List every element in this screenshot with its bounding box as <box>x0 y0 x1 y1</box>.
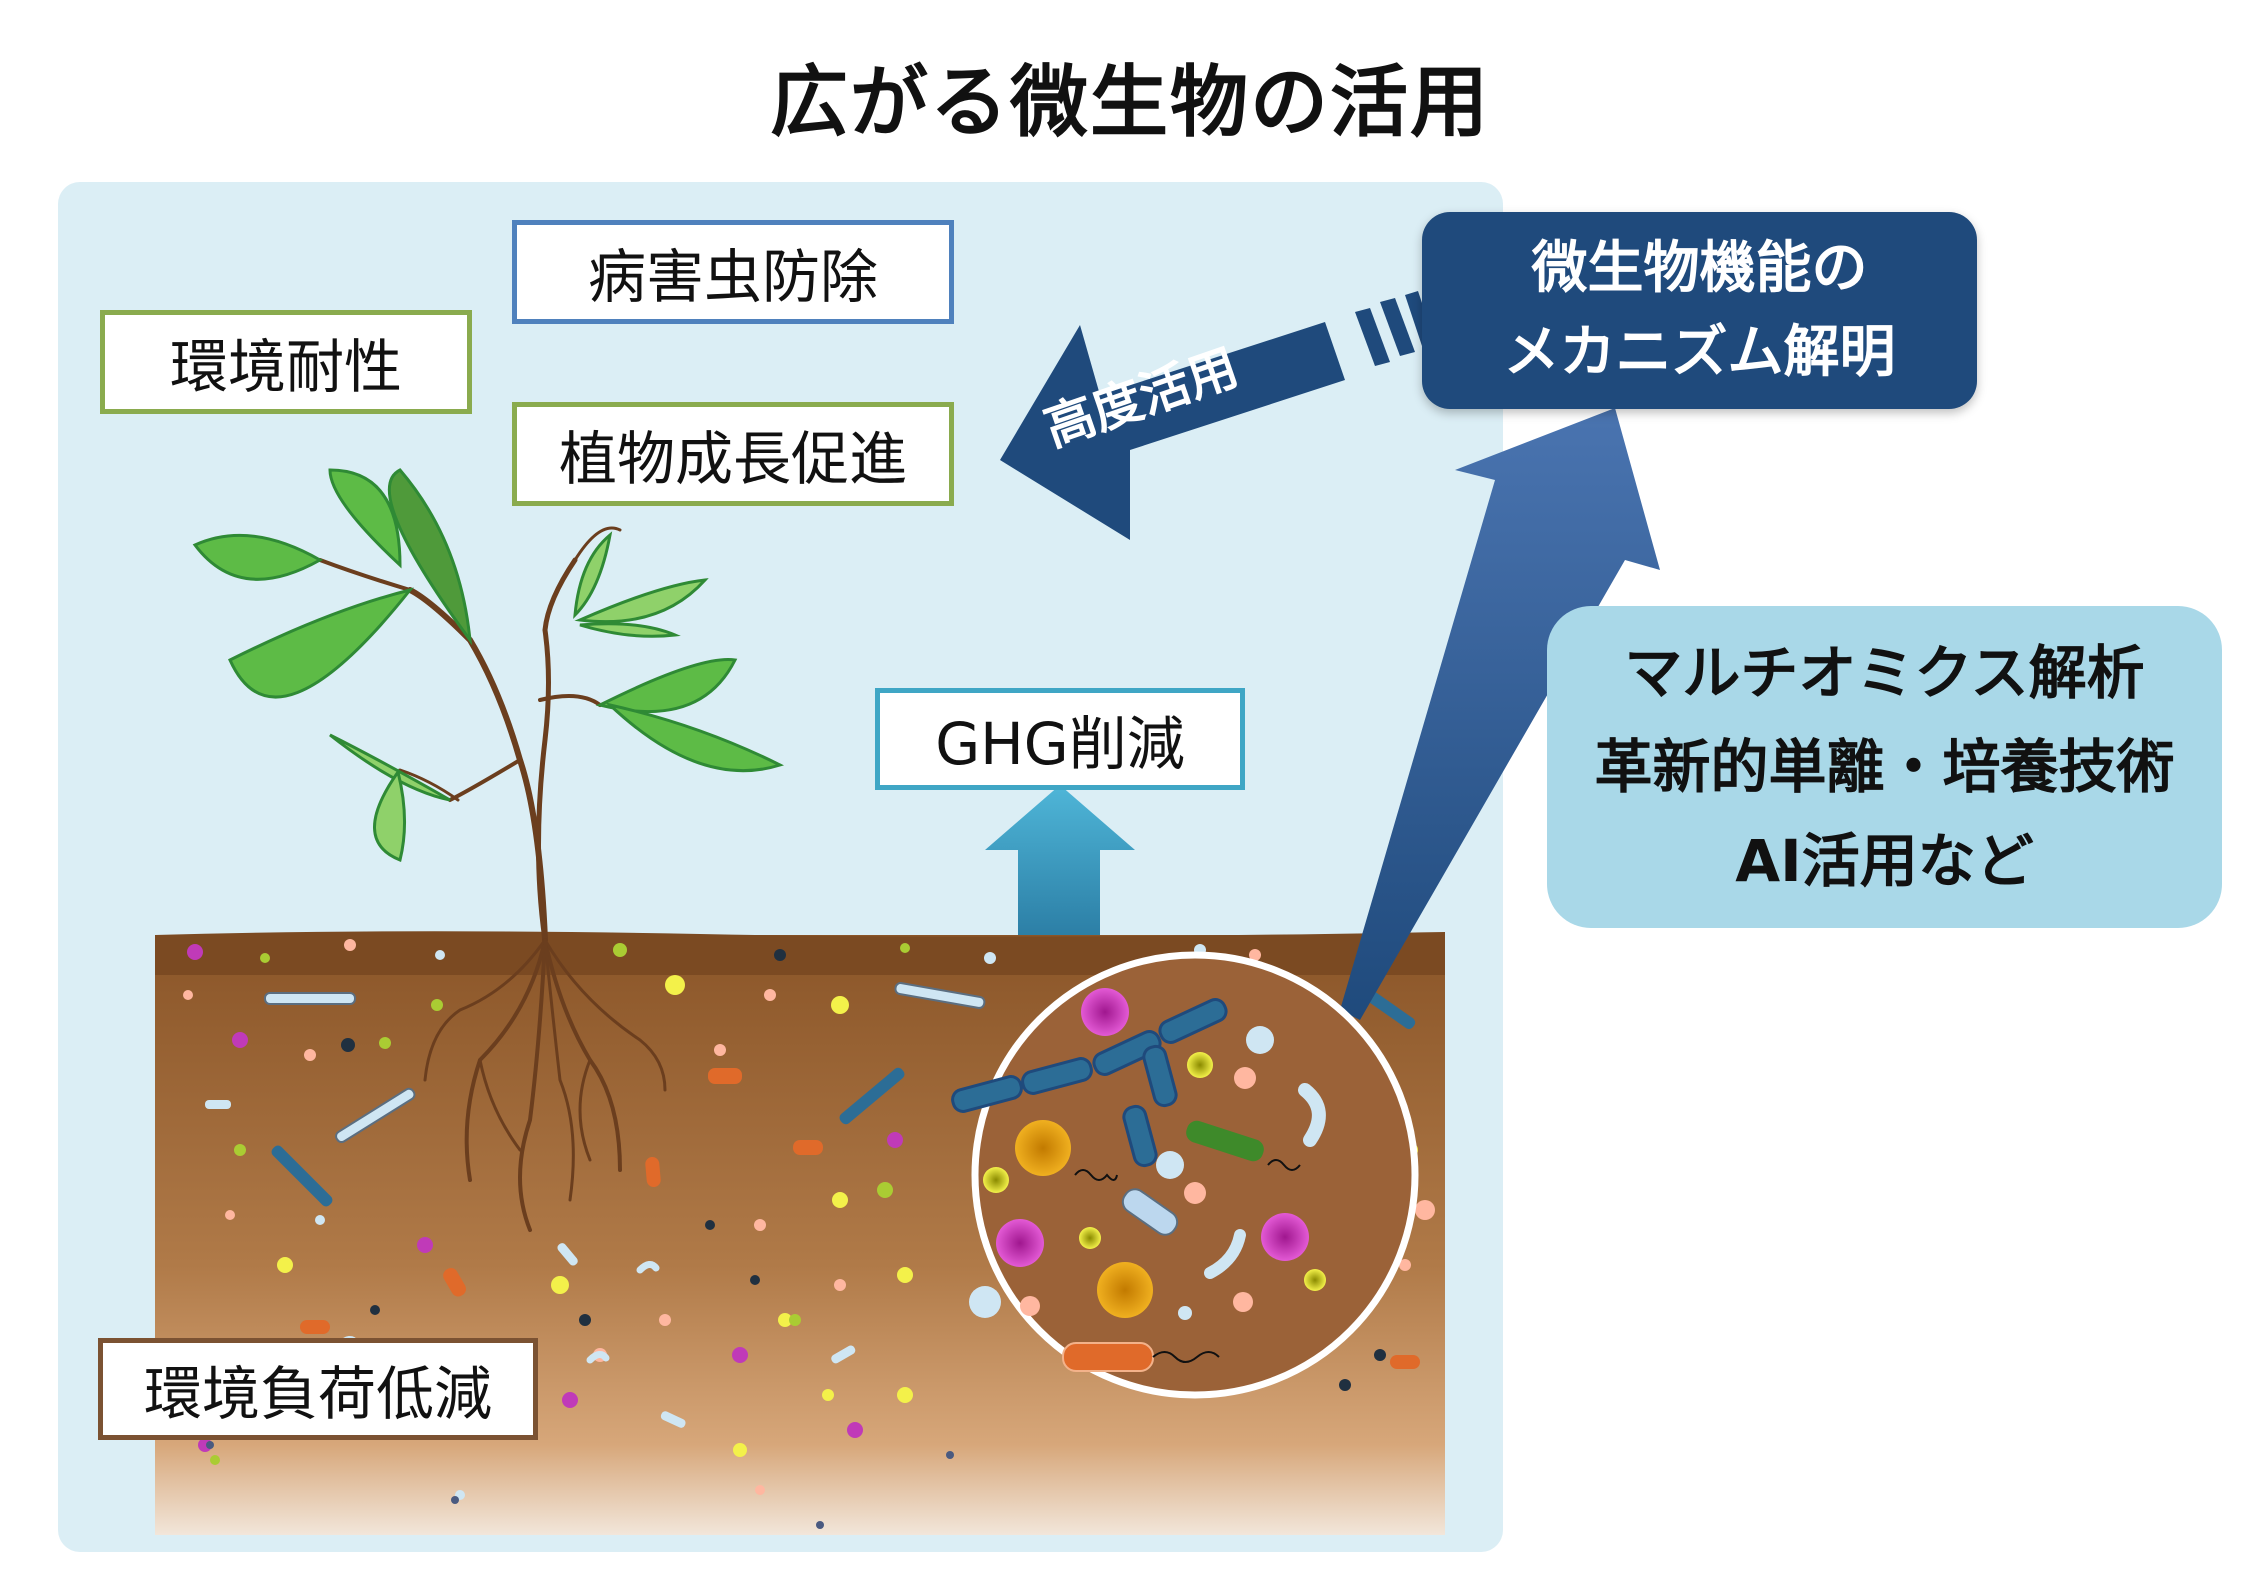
methods-box: マルチオミクス解析 革新的単離・培養技術 AI活用など <box>1547 606 2222 928</box>
microbe-zoom <box>951 951 1419 1399</box>
soil-particles <box>183 939 1435 1529</box>
label-plant-growth-promotion: 植物成長促進 <box>512 402 954 506</box>
advanced-use-arrow <box>1000 322 1345 540</box>
label-environmental-tolerance: 環境耐性 <box>100 310 472 414</box>
plant <box>318 526 667 1232</box>
methods-line3: AI活用など <box>1735 827 2034 895</box>
mechanism-arrow <box>1340 408 1660 1020</box>
methods-line1: マルチオミクス解析 <box>1624 639 2145 707</box>
leaves <box>192 468 785 863</box>
page-title: 広がる微生物の活用 <box>769 58 1490 148</box>
mechanism-box: 微生物機能の メカニズム解明 <box>1422 212 1977 409</box>
methods-line2: 革新的単離・培養技術 <box>1594 733 2175 801</box>
label-ghg-reduction: GHG削減 <box>875 688 1245 790</box>
ghg-up-arrow <box>985 785 1135 935</box>
mechanism-line2: メカニズム解明 <box>1503 319 1896 385</box>
label-pest-control: 病害虫防除 <box>512 220 954 324</box>
mechanism-line1: 微生物機能の <box>1531 235 1868 301</box>
label-env-load-reduction: 環境負荷低減 <box>98 1338 538 1440</box>
